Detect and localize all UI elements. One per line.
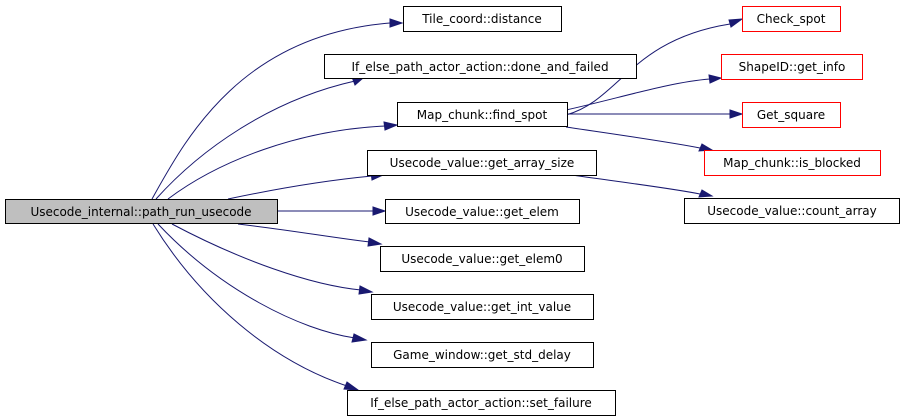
arrowhead-icon	[698, 143, 714, 152]
arrowhead-icon	[698, 189, 714, 198]
arrowhead-icon	[729, 109, 744, 119]
edge-root-tile-distance	[151, 22, 391, 200]
node-label: Usecode_value::get_int_value	[393, 300, 571, 314]
node-label: Usecode_internal::path_run_usecode	[30, 205, 251, 219]
node-label: Map_chunk::find_spot	[417, 108, 548, 122]
node-label: Tile_coord::distance	[421, 12, 542, 26]
edge-root-get-array-size	[227, 175, 373, 200]
node-get-std-delay[interactable]: Game_window::get_std_delay	[371, 342, 594, 368]
edges	[151, 18, 744, 391]
edge-root-set-failure	[152, 223, 348, 387]
arrowhead-icon	[728, 18, 744, 28]
arrowhead-icon	[343, 381, 360, 391]
node-label: ShapeID::get_info	[739, 60, 846, 74]
arrowhead-icon	[351, 333, 368, 343]
edge-root-get-std-delay	[157, 223, 356, 339]
node-get-info[interactable]: ShapeID::get_info	[721, 54, 863, 80]
node-get-elem[interactable]: Usecode_value::get_elem	[385, 199, 580, 224]
node-tile-distance[interactable]: Tile_coord::distance	[403, 6, 562, 32]
edge-find-spot-is-blocked	[565, 126, 701, 149]
node-label: Usecode_value::get_elem0	[401, 252, 562, 266]
arrowhead-icon	[389, 18, 404, 28]
node-get-int-value[interactable]: Usecode_value::get_int_value	[371, 294, 594, 320]
node-label: Map_chunk::is_blocked	[723, 156, 861, 170]
node-label: Game_window::get_std_delay	[393, 348, 571, 362]
node-label: Get_square	[757, 108, 825, 122]
node-label: Usecode_value::count_array	[707, 204, 877, 218]
edge-root-find-spot	[167, 125, 386, 200]
node-get-elem0[interactable]: Usecode_value::get_elem0	[380, 246, 585, 272]
edge-find-spot-get-info	[565, 78, 711, 111]
node-set-failure[interactable]: If_else_path_actor_action::set_failure	[347, 390, 616, 416]
node-count-array[interactable]: Usecode_value::count_array	[684, 198, 900, 224]
node-label: If_else_path_actor_action::done_and_fail…	[351, 60, 608, 74]
node-label: Usecode_value::get_elem	[405, 205, 559, 219]
edge-root-done-and-failed	[155, 80, 356, 200]
node-root[interactable]: Usecode_internal::path_run_usecode	[5, 199, 278, 224]
node-get-square[interactable]: Get_square	[742, 102, 841, 128]
arrowhead-icon	[367, 237, 383, 247]
arrowhead-icon	[358, 285, 374, 295]
node-is-blocked[interactable]: Map_chunk::is_blocked	[704, 150, 881, 176]
node-label: If_else_path_actor_action::set_failure	[370, 396, 592, 410]
node-get-array-size[interactable]: Usecode_value::get_array_size	[367, 150, 597, 176]
node-check-spot[interactable]: Check_spot	[742, 6, 841, 32]
node-done-and-failed[interactable]: If_else_path_actor_action::done_and_fail…	[324, 54, 637, 79]
arrowhead-icon	[708, 74, 723, 84]
arrowhead-icon	[383, 121, 399, 131]
node-label: Usecode_value::get_array_size	[390, 156, 575, 170]
edge-get-array-size-count-array	[571, 174, 701, 195]
node-find-spot[interactable]: Map_chunk::find_spot	[397, 102, 568, 127]
node-label: Check_spot	[757, 12, 826, 26]
edge-root-get-elem0	[237, 223, 371, 243]
arrowhead-icon	[372, 206, 387, 216]
edge-root-get-int-value	[171, 223, 362, 291]
